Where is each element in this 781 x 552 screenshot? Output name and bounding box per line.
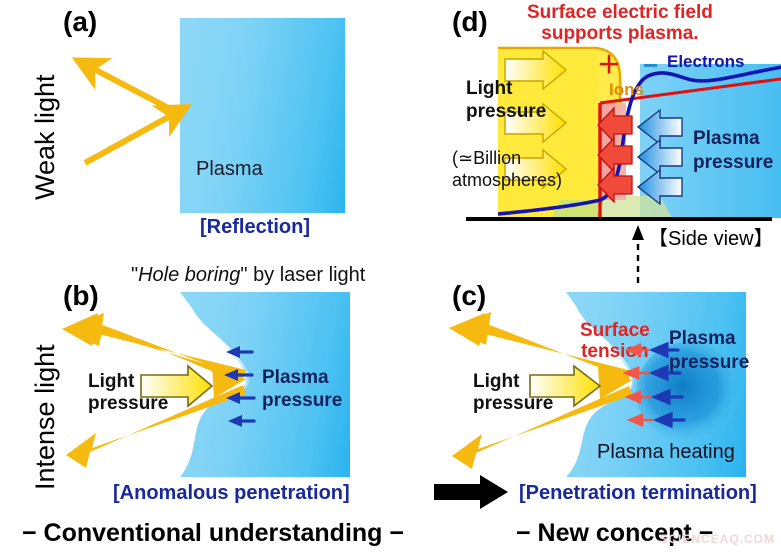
panel-a-caption: [Reflection] — [200, 216, 310, 238]
panel-d-plus-sign: ＋ — [597, 52, 621, 79]
panel-a-plasma-block — [180, 18, 345, 213]
panel-c-letter: (c) — [452, 280, 487, 311]
panel-b-pp-line2: pressure — [262, 389, 343, 411]
panel-d-title-line1: Surface electric field — [527, 2, 713, 23]
panel-d-letter: (d) — [452, 6, 488, 37]
panel-d-ions-label: Ions — [609, 80, 644, 99]
panel-b-title-quote-open: " — [131, 264, 139, 286]
watermark: SCIENCEAQ.COM — [659, 532, 775, 546]
panel-c-lp-line2: pressure — [473, 393, 554, 415]
panel-c-st-line2: tension — [581, 341, 649, 363]
side-label-weak-light: Weak light — [30, 74, 60, 200]
panel-c-plasma-pressure-label: Plasma pressure — [669, 327, 749, 375]
panel-d-mag-line2: atmospheres) — [452, 169, 563, 190]
panel-c-pp-line2: pressure — [669, 351, 750, 373]
panel-b-caption: [Anomalous penetration] — [113, 482, 350, 504]
side-label-intense-light: Intense light — [30, 344, 60, 490]
panel-d-title: Surface electric field supports plasma. — [527, 2, 713, 45]
panel-c-light-pressure-label: Light pressure — [473, 371, 553, 416]
panel-a-plasma-label: Plasma — [196, 158, 263, 180]
panel-c-lp-line1: Light — [473, 371, 520, 392]
panel-d-lp-line1: Light — [466, 78, 513, 99]
panel-d-lp-line2: pressure — [466, 100, 547, 122]
panel-d-light-pressure-label: Light pressure — [466, 78, 546, 124]
panel-d-title-line2: supports plasma. — [541, 23, 699, 45]
panel-d-mag-line1: (≃Billion — [452, 148, 522, 168]
bottom-caption-new-concept: − New concept − — [516, 519, 714, 547]
panel-d-minus-sign: − — [643, 50, 659, 80]
panel-c-caption: [Penetration termination] — [519, 482, 757, 504]
panel-b-lp-line1: Light — [88, 371, 135, 392]
panel-c-st-line1: Surface — [580, 320, 650, 341]
panel-c-surface-tension-label: Surface tension — [580, 320, 650, 363]
panel-d-side-view-label: 【Side view】 — [648, 228, 774, 250]
panel-c-pp-line1: Plasma — [669, 328, 736, 349]
panel-d-pp-line2: pressure — [693, 151, 774, 173]
panel-b-plasma-pressure-label: Plasma pressure — [262, 367, 342, 413]
panel-b-letter: (b) — [63, 280, 99, 311]
panel-b-title-rest: " by laser light — [240, 264, 366, 286]
panel-b-title: "Hole boring" by laser light — [131, 264, 365, 287]
panel-c-plasma-heating-label: Plasma heating — [597, 441, 735, 463]
panel-d-pp-line1: Plasma — [693, 128, 760, 149]
panel-b-title-italic: Hole boring — [138, 264, 241, 286]
panel-d-magnitude-label: (≃Billion atmospheres) — [452, 148, 562, 191]
panel-d-electrons-label: Electrons — [667, 52, 745, 71]
panel-b-lp-line2: pressure — [88, 393, 169, 415]
panel-d-plasma-pressure-label: Plasma pressure — [693, 127, 773, 175]
panel-b-light-pressure-label: Light pressure — [88, 371, 168, 416]
bottom-caption-conventional: − Conventional understanding − — [22, 519, 404, 547]
panel-b-pp-line1: Plasma — [262, 367, 329, 388]
panel-a-letter: (a) — [63, 6, 98, 37]
